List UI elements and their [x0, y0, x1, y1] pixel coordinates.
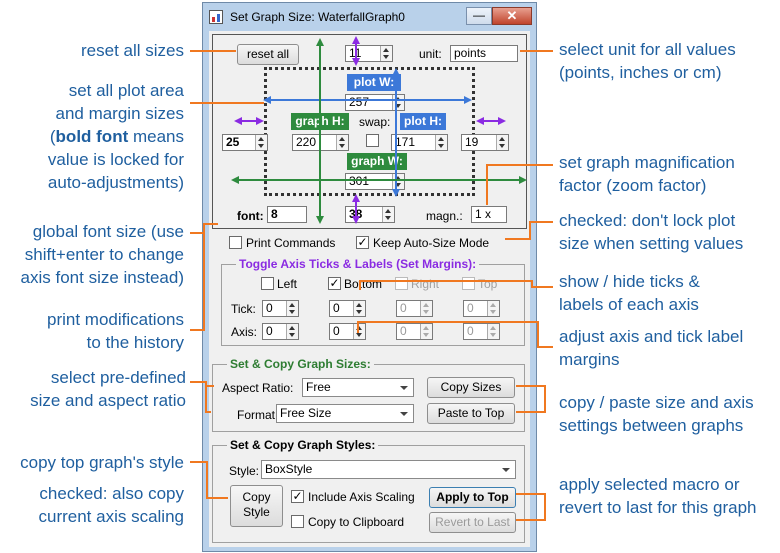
right-margin-field[interactable]: 19 — [461, 134, 509, 151]
graph-w-field[interactable]: 301 — [345, 173, 405, 190]
style-select[interactable]: BoxStyle — [261, 460, 516, 479]
paste-to-top-button[interactable]: Paste to Top — [427, 403, 515, 424]
print-commands-label: Print Commands — [246, 236, 336, 250]
left-axis-label: Left — [277, 277, 298, 291]
top-margin-field[interactable]: 11 — [345, 45, 393, 62]
copy-to-clipboard-label: Copy to Clipboard — [308, 515, 405, 529]
magn-label: magn.: — [426, 209, 463, 223]
plot-h-field[interactable]: 171 — [391, 134, 448, 151]
left-axis-checkbox[interactable] — [261, 277, 274, 290]
annotation-copy-paste: copy / paste size and axis settings betw… — [559, 393, 754, 435]
app-icon — [209, 10, 223, 24]
bottom-axis-label: Bottom — [344, 277, 383, 291]
format-label: Format: — [237, 408, 279, 422]
right-axis-checkbox[interactable] — [395, 277, 408, 290]
graph-w-tag: graph W: — [347, 153, 407, 170]
tick-right-field[interactable]: 0 — [396, 300, 433, 317]
plot-w-tag: plot W: — [347, 74, 401, 91]
swap-label: swap: — [359, 115, 391, 129]
include-axis-scaling-label: Include Axis Scaling — [308, 490, 415, 504]
axis-bottom-field[interactable]: 0 — [329, 323, 366, 340]
graph-h-field[interactable]: 220 — [292, 134, 349, 151]
revert-to-last-button[interactable]: Revert to Last — [429, 512, 516, 533]
annotation-print: print modifications to the history — [46, 310, 184, 352]
ticks-group-title: Toggle Axis Ticks & Labels (Set Margins)… — [236, 257, 480, 271]
annotation-font: global font size (use shift+enter to cha… — [20, 222, 184, 287]
print-commands-checkbox[interactable] — [229, 236, 242, 249]
plot-w-field[interactable]: 257 — [345, 94, 405, 111]
set-graph-size-window: Set Graph Size: WaterfallGraph0 — ✕ rese… — [202, 2, 537, 552]
unit-label: unit: — [419, 47, 442, 61]
keep-autosize-checkbox[interactable]: ✓ — [356, 235, 369, 249]
format-select[interactable]: Free Size — [276, 404, 414, 423]
keep-autosize-label: Keep Auto-Size Mode — [373, 236, 490, 250]
size-panel-frame — [212, 34, 527, 229]
font-label: font: — [237, 209, 264, 223]
window-title: Set Graph Size: WaterfallGraph0 — [230, 10, 405, 24]
close-button[interactable]: ✕ — [492, 7, 532, 25]
annotation-adjust: adjust axis and tick label margins — [559, 327, 744, 369]
annotation-keep: checked: don't lock plot size when setti… — [559, 211, 744, 253]
font-size-field[interactable]: 8 — [267, 206, 307, 223]
annotation-set-sizes: set all plot area and margin sizes (bold… — [47, 81, 184, 192]
plot-h-tag: plot H: — [400, 113, 446, 130]
dialog-body: reset all 11 unit: points plot W: 257 gr… — [209, 31, 530, 547]
minimize-button[interactable]: — — [466, 7, 492, 25]
copy-style-button[interactable]: Copy Style — [230, 485, 283, 527]
aspect-ratio-label: Aspect Ratio: — [222, 381, 294, 395]
left-margin-field[interactable]: 25 — [222, 134, 268, 151]
plot-area-outline — [264, 67, 475, 196]
tick-row-label: Tick: — [231, 302, 256, 316]
annotation-unit: select unit for all values (points, inch… — [559, 40, 736, 82]
copy-to-clipboard-checkbox[interactable] — [291, 515, 304, 528]
axis-top-field[interactable]: 0 — [463, 323, 500, 340]
magn-field[interactable]: 1 x — [471, 206, 507, 223]
annotation-copy-top: copy top graph's style — [20, 453, 184, 472]
axis-right-field[interactable]: 0 — [396, 323, 433, 340]
style-label: Style: — [229, 464, 260, 478]
tick-left-field[interactable]: 0 — [262, 300, 299, 317]
annotation-apply: apply selected macro or revert to last f… — [559, 475, 757, 517]
annotation-also-copy: checked: also copy current axis scaling — [38, 484, 184, 526]
sizes-group-title: Set & Copy Graph Sizes: — [227, 357, 374, 371]
swap-checkbox[interactable] — [366, 134, 379, 147]
reset-all-button[interactable]: reset all — [237, 44, 299, 65]
right-axis-label: Right — [411, 277, 440, 291]
aspect-ratio-select[interactable]: Free — [302, 378, 414, 397]
bottom-axis-checkbox[interactable]: ✓ — [328, 276, 341, 290]
tick-top-field[interactable]: 0 — [463, 300, 500, 317]
axis-left-field[interactable]: 0 — [262, 323, 299, 340]
sizes-group: Set & Copy Graph Sizes: — [212, 357, 525, 432]
ticks-group: Toggle Axis Ticks & Labels (Set Margins)… — [221, 257, 525, 346]
annotation-magn: set graph magnification factor (zoom fac… — [559, 153, 735, 195]
top-axis-checkbox[interactable] — [462, 277, 475, 290]
annotation-predefined: select pre-defined size and aspect ratio — [30, 368, 186, 410]
styles-group-title: Set & Copy Graph Styles: — [227, 438, 379, 452]
copy-sizes-button[interactable]: Copy Sizes — [427, 377, 515, 398]
annotation-show-hide: show / hide ticks & labels of each axis — [559, 272, 700, 314]
axis-row-label: Axis: — [231, 325, 258, 339]
annotation-reset: reset all sizes — [81, 41, 184, 60]
top-axis-label: Top — [478, 277, 498, 291]
apply-to-top-button[interactable]: Apply to Top — [429, 487, 516, 508]
include-axis-scaling-checkbox[interactable]: ✓ — [291, 489, 304, 503]
unit-field[interactable]: points — [450, 45, 518, 62]
bottom-margin-field[interactable]: 38 — [345, 206, 395, 223]
tick-bottom-field[interactable]: 0 — [329, 300, 366, 317]
graph-h-tag: graph H: — [291, 113, 349, 130]
title-bar[interactable]: Set Graph Size: WaterfallGraph0 — ✕ — [203, 3, 536, 31]
